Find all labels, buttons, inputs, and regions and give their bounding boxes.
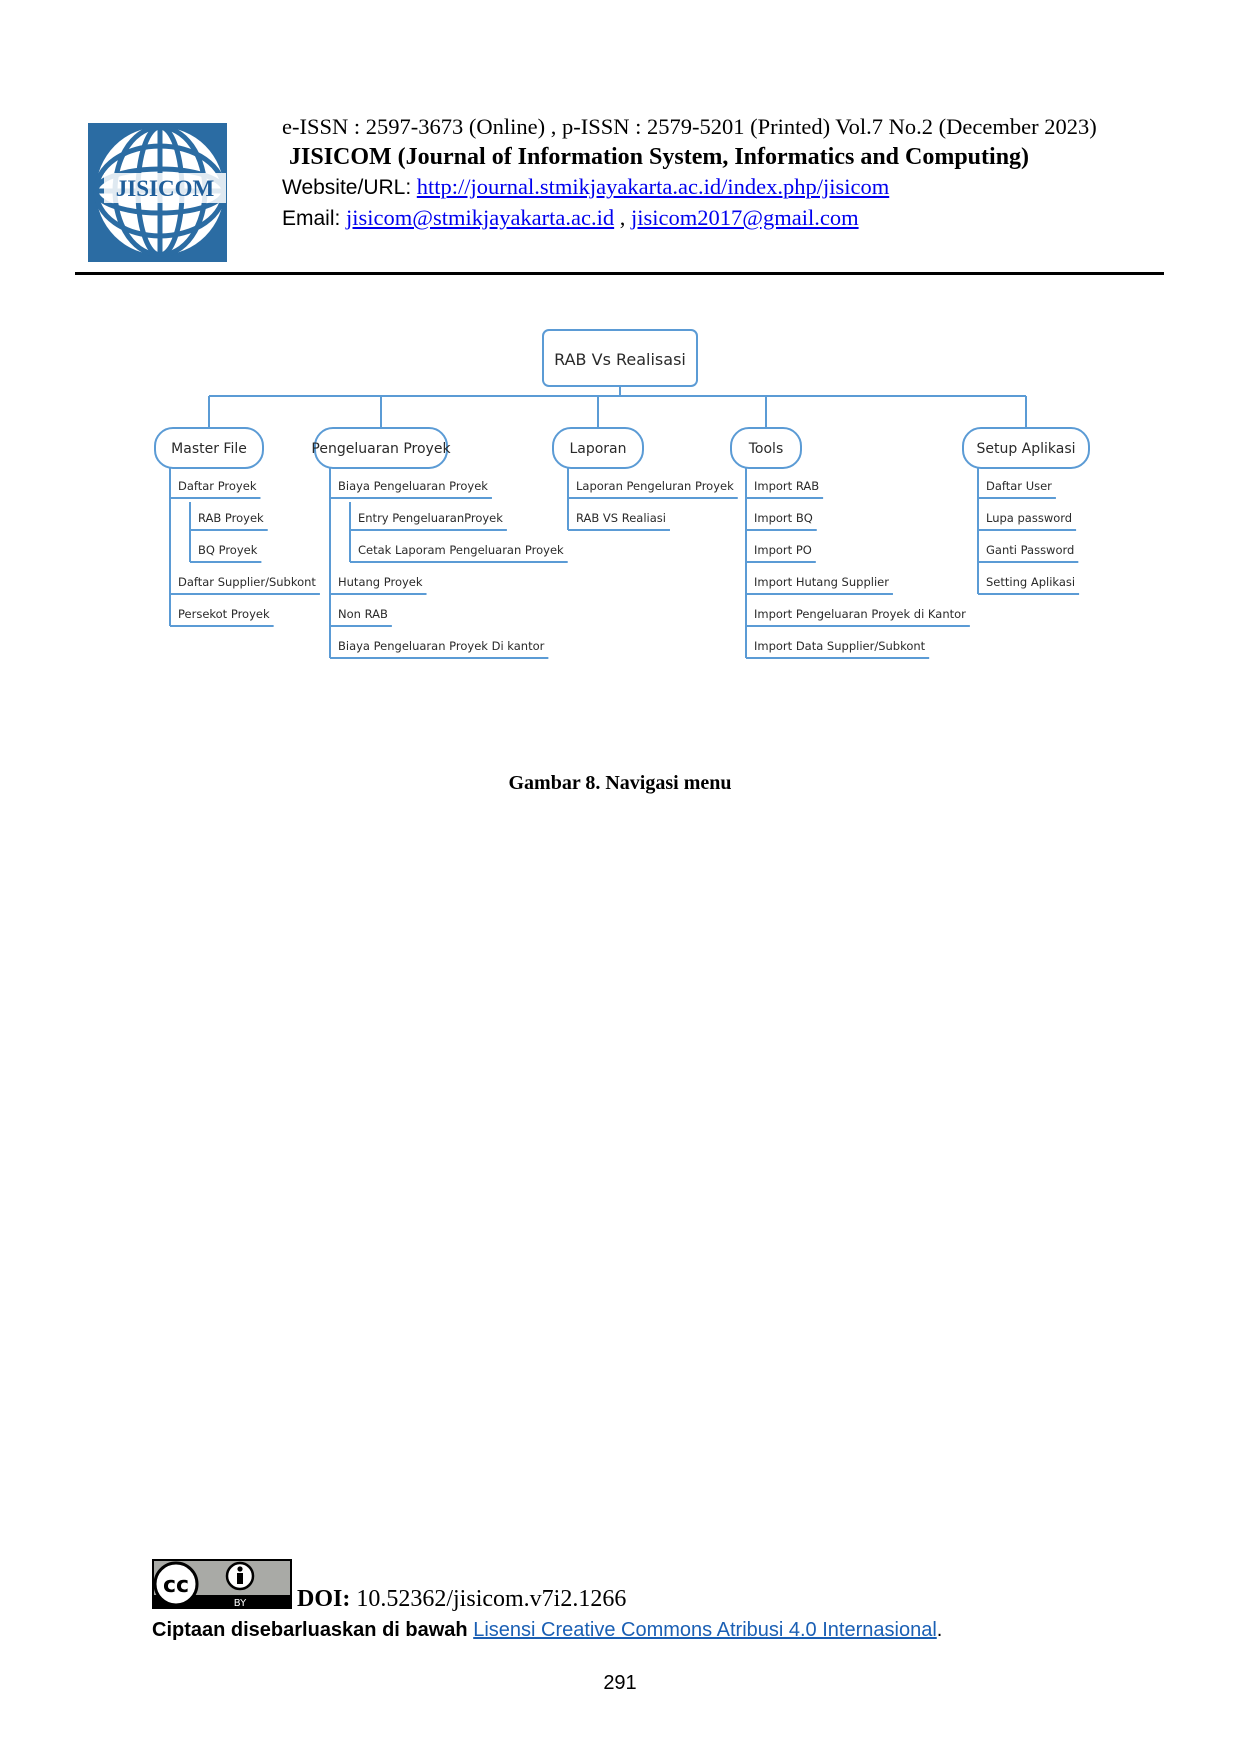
doi-value: 10.52362/jisicom.v7i2.1266 (350, 1586, 627, 1612)
cc-by-icon: cc BY (152, 1559, 292, 1609)
journal-logo: JISICOM (88, 123, 227, 262)
submenu-item-rab-proyek: RAB Proyek (198, 511, 264, 525)
menu-item-rab-vs-realiasi: RAB VS Realiasi (576, 511, 666, 525)
category-node-tools (730, 427, 802, 469)
menu-item-daftar-proyek: Daftar Proyek (178, 479, 257, 493)
cc-text: cc (163, 1573, 189, 1598)
doi-label: DOI: (297, 1586, 351, 1612)
menu-item-non-rab: Non RAB (338, 607, 388, 621)
category-label-master-file: Master File (171, 441, 247, 457)
menu-item-laporan-pengeluran-proyek: Laporan Pengeluran Proyek (576, 479, 734, 493)
figure-caption: Gambar 8. Navigasi menu (508, 772, 732, 794)
menu-item-ganti-password: Ganti Password (986, 543, 1074, 557)
logo-text: JISICOM (116, 176, 215, 201)
category-node-laporan (552, 427, 644, 469)
menu-item-daftar-supplier-subkont: Daftar Supplier/Subkont (178, 575, 316, 589)
menu-item-import-rab: Import RAB (754, 479, 819, 493)
license-suffix: . (936, 1619, 943, 1641)
menu-item-setting-aplikasi: Setting Aplikasi (986, 575, 1075, 589)
cc-by-badge: cc BY (152, 1559, 292, 1609)
menu-item-lupa-password: Lupa password (986, 511, 1072, 525)
menu-item-biaya-pengeluaran-proyek: Biaya Pengeluaran Proyek (338, 479, 488, 493)
menu-item-import-po: Import PO (754, 543, 812, 557)
menu-item-persekot-proyek: Persekot Proyek (178, 607, 270, 621)
root-node-label: RAB Vs Realisasi (554, 350, 686, 369)
category-label-setup-aplikasi: Setup Aplikasi (976, 441, 1075, 457)
menu-item-import-bq: Import BQ (754, 511, 813, 525)
menu-item-import-pengeluaran-proyek-di-kantor: Import Pengeluaran Proyek di Kantor (754, 607, 966, 621)
email-label: Email: (282, 207, 341, 230)
email-line: Email: jisicom@stmikjayakarta.ac.id , ji… (282, 203, 1097, 234)
journal-header: e-ISSN : 2597-3673 (Online) , p-ISSN : 2… (282, 112, 1097, 234)
category-label-pengeluaran-proyek: Pengeluaran Proyek (311, 441, 451, 457)
header-rule (75, 272, 1164, 275)
category-label-tools: Tools (748, 441, 784, 457)
category-node-setup-aplikasi (962, 427, 1090, 469)
journal-title: JISICOM (Journal of Information System, … (289, 144, 1030, 170)
globe-logo-icon: JISICOM (88, 123, 227, 262)
submenu-item-cetak-laporam-pengeluaran-proyek: Cetak Laporam Pengeluaran Proyek (358, 543, 564, 557)
menu-item-import-hutang-supplier: Import Hutang Supplier (754, 575, 889, 589)
doi-line: DOI: 10.52362/jisicom.v7i2.1266 (297, 1586, 626, 1613)
menu-item-hutang-proyek: Hutang Proyek (338, 575, 423, 589)
email-link-2[interactable]: jisicom2017@gmail.com (631, 205, 859, 230)
category-node-master-file (154, 427, 264, 469)
license-prefix: Ciptaan disebarluaskan di bawah (152, 1619, 474, 1641)
category-node-pengeluaran-proyek (314, 427, 448, 469)
menu-item-daftar-user: Daftar User (986, 479, 1052, 493)
website-line: Website/URL: http://journal.stmikjayakar… (282, 172, 1097, 203)
menu-item-import-data-supplier-subkont: Import Data Supplier/Subkont (754, 639, 926, 653)
by-text: BY (234, 1598, 247, 1609)
category-label-laporan: Laporan (569, 441, 626, 457)
email-separator: , (614, 205, 632, 230)
website-link[interactable]: http://journal.stmikjayakarta.ac.id/inde… (416, 174, 890, 199)
menu-item-biaya-pengeluaran-proyek-di-kantor: Biaya Pengeluaran Proyek Di kantor (338, 639, 545, 653)
page-number: 291 (603, 1672, 637, 1694)
license-line: Ciptaan disebarluaskan di bawah Lisensi … (152, 1619, 942, 1642)
license-link[interactable]: Lisensi Creative Commons Atribusi 4.0 In… (473, 1619, 937, 1641)
email-link-1[interactable]: jisicom@stmikjayakarta.ac.id (345, 205, 615, 230)
website-label: Website/URL: (282, 176, 412, 199)
submenu-item-entry-pengeluaranproyek: Entry PengeluaranProyek (358, 511, 503, 525)
submenu-item-bq-proyek: BQ Proyek (198, 543, 258, 557)
issn-line: e-ISSN : 2597-3673 (Online) , p-ISSN : 2… (282, 114, 1097, 139)
